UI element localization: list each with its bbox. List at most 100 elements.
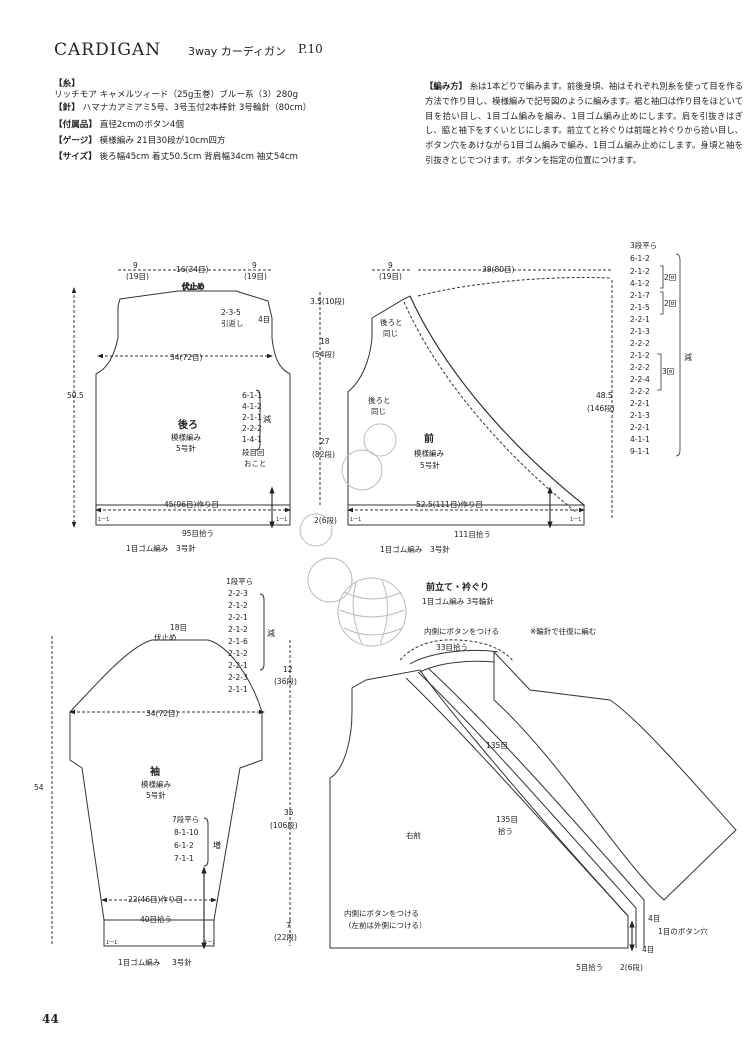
band-neck-pickup: 33目拾う <box>436 642 468 652</box>
materials-yarn-row: 【糸】 <box>54 79 80 90</box>
sleeve-cap-height-rows: (36段) <box>274 676 297 686</box>
yarn-ball-illustration <box>299 423 407 647</box>
size-label: 【サイズ】 <box>54 152 97 162</box>
sleeve-height-7-rows: (22段) <box>274 932 297 942</box>
front-pickup: 111目拾う <box>454 529 491 539</box>
front-side-row: 2-1-3 <box>630 411 650 420</box>
back-neck-width: 16(34目) <box>176 265 209 274</box>
front-title: 前 <box>424 432 434 445</box>
front-cast-on: 52.5(111目)作り目 <box>416 499 483 509</box>
sleeve-cap-dec-label: 減 <box>267 628 275 638</box>
back-dec-6: 段目回 <box>242 447 265 457</box>
yarn-value: リッチモア キャメルツィード（25g玉巻）ブルー系（3）280g <box>54 90 299 100</box>
band-four-stitches-top: 4目 <box>648 914 660 923</box>
front-height-18: 18 <box>320 337 330 346</box>
back-rib-mark-right: 1一1 <box>276 517 287 523</box>
front-side-row: 2-1-7 <box>630 291 650 300</box>
front-rib: 1目ゴム編み <box>380 544 423 554</box>
band-pickup-135-left: 135目 <box>486 741 508 750</box>
pattern-title: CARDIGAN <box>54 40 162 60</box>
sleeve-inc-flat: 7段平ら <box>172 814 199 824</box>
back-pickup: 95目拾う <box>182 528 214 538</box>
front-schematic <box>319 269 613 529</box>
front-armhole-note-1: 後ろと <box>368 395 391 405</box>
sleeve-cap-row: 2-2-1 <box>228 613 248 622</box>
back-dec-3: 2-1-1 <box>242 413 262 422</box>
front-top-width: 9 <box>388 261 393 270</box>
materials-needle-row: 【針】 ハマナカアミアミ5号、3号玉付2本棒針 3号輪針（80cm） <box>54 103 311 114</box>
sleeve-cap-row: 2-2-3 <box>228 589 248 598</box>
front-rib-mark-right: 1一1 <box>570 517 581 523</box>
sleeve-rib-mark-left: 1一1 <box>106 940 117 946</box>
back-dec-5: 1-4-1 <box>242 435 262 444</box>
front-side-row: 2-2-2 <box>630 387 650 396</box>
band-rib-height: 2(6段) <box>620 962 643 972</box>
sleeve-cap-row: 2-1-1 <box>228 685 248 694</box>
sleeve-cap-row: 2-1-6 <box>228 637 248 646</box>
band-subtitle: 1目ゴム編み 3号輪針 <box>422 596 494 606</box>
front-side-row: 2-1-5 <box>630 303 650 312</box>
sleeve-height-35-rows: (106段) <box>270 820 298 830</box>
back-dec-2: 4-1-2 <box>242 402 262 411</box>
needle-label: 【針】 <box>54 103 80 113</box>
band-pickup-135-right: 135目 <box>496 815 518 824</box>
front-height-18-rows: (54段) <box>312 349 335 359</box>
front-side-row: 2-2-1 <box>630 399 650 408</box>
band-inner-button-note-2: （左前は外側につける） <box>344 920 427 930</box>
front-rib-needle: 3号針 <box>430 544 450 554</box>
front-band-inner <box>403 301 577 513</box>
left-front-body <box>493 650 737 901</box>
pattern-subtitle: 3way カーディガン <box>188 45 286 58</box>
sleeve-top-stitches: 18目 <box>170 623 187 632</box>
sleeve-cap-row: 2-2-1 <box>228 661 248 670</box>
back-rib: 1目ゴム編み <box>126 543 169 553</box>
band-title: 前立て・衿ぐり <box>426 581 489 593</box>
band-inner-button-note-1: 内側にボタンをつける <box>344 908 419 918</box>
back-length: 50.5 <box>67 391 84 400</box>
back-neck-band-inner <box>419 660 495 673</box>
front-side-row: 4-1-1 <box>630 435 650 444</box>
back-needle: 5号針 <box>176 443 196 453</box>
band-edge <box>427 667 645 901</box>
sleeve-height-7: 7 <box>286 921 291 930</box>
back-top-left-width: 9 <box>133 261 138 270</box>
sleeve-rib: 1目ゴム編み <box>118 957 161 967</box>
front-height-27-rows: (82段) <box>312 449 335 459</box>
band-outer <box>405 677 629 917</box>
sleeve-ribbing <box>103 919 215 947</box>
back-shoulder-note-2: 引返し <box>221 319 244 328</box>
back-title: 後ろ <box>178 418 198 431</box>
sleeve-rib-needle: 3号針 <box>172 957 192 967</box>
front-height-48-rows: (146段) <box>587 403 615 413</box>
front-side-repeat-2: 2回 <box>664 299 676 308</box>
front-collar-curve <box>417 277 611 297</box>
front-side-repeat-3: 3回 <box>662 367 674 376</box>
sleeve-cap-row: 2-1-2 <box>228 601 248 610</box>
front-side-row: 2-1-2 <box>630 351 650 360</box>
back-chest-width: 34(72目) <box>170 353 203 362</box>
back-dec-7: おこと <box>244 459 267 468</box>
materials-size-row: 【サイズ】 後ろ幅45cm 着丈50.5cm 背肩幅34cm 袖丈54cm <box>54 152 298 163</box>
size-value: 後ろ幅45cm 着丈50.5cm 背肩幅34cm 袖丈54cm <box>99 152 298 162</box>
band-right-front-label: 右前 <box>406 830 421 840</box>
back-top-left-stitches: (19目) <box>126 272 149 281</box>
band-buttonhole: 1目のボタン穴 <box>658 926 708 936</box>
page-number: 44 <box>42 1012 59 1026</box>
front-side-decreases: 3段平ら 6-1-2 2-1-2 4-1-2 2-1-7 2-1-5 2-2-1… <box>630 240 692 457</box>
front-side-row: 2-2-4 <box>630 375 650 384</box>
materials-notions-row: 【付属品】 直径2cmのボタン4個 <box>54 120 184 131</box>
sleeve-inc-row: 8-1-10 <box>174 828 199 837</box>
front-needle: 5号針 <box>420 460 440 470</box>
materials-gauge-row: 【ゲージ】 模様編み 21目30段が10cm四方 <box>54 136 226 147</box>
back-rib-mark-left: 1一1 <box>98 517 109 523</box>
needle-value: ハマナカアミアミ5号、3号玉付2本棒針 3号輪針（80cm） <box>82 103 312 113</box>
notions-label: 【付属品】 <box>54 120 97 130</box>
front-pattern: 模様編み <box>414 448 444 458</box>
back-shoulder-note-1: 2-3-5 <box>221 308 241 317</box>
instructions-text: 糸は1本どりで編みます。前後身頃、袖はそれぞれ別糸を使って目を作る方法で作り目し… <box>425 81 743 165</box>
band-four-stitches-bottom: 4目 <box>642 945 654 954</box>
front-side-dec-label: 減 <box>684 352 692 362</box>
back-schematic: 伏止め <box>71 269 291 529</box>
band-inner <box>417 671 637 909</box>
sleeve-title: 袖 <box>149 765 160 778</box>
